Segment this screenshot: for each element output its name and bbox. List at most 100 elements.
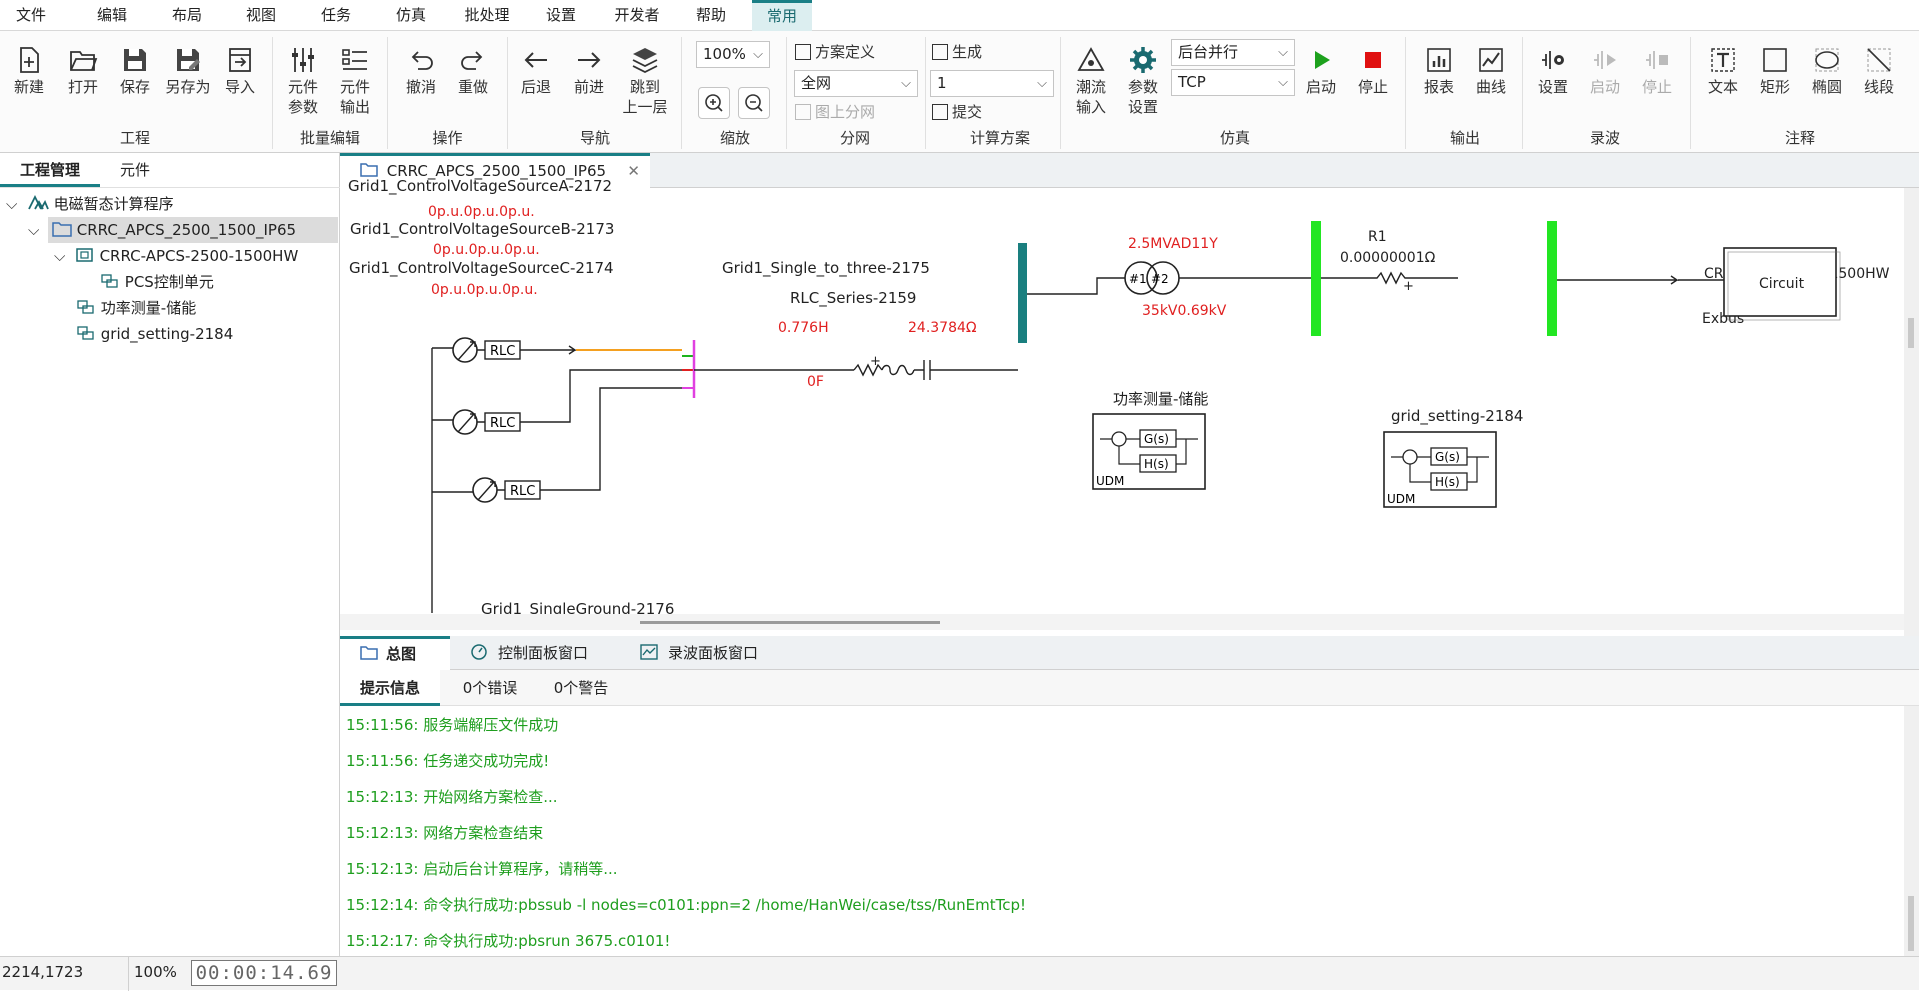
log-vertical-scrollbar[interactable]	[1904, 706, 1919, 956]
tree-item-grid-setting[interactable]: grid_setting-2184	[76, 321, 233, 347]
tab-control-panel[interactable]: 控制面板窗口	[470, 636, 588, 670]
import-button[interactable]: 导入	[219, 45, 261, 97]
component-output-button[interactable]: 元件 输出	[334, 45, 376, 117]
protocol-select[interactable]: TCP ⌵	[1171, 69, 1295, 96]
document-tab[interactable]: CRRC_APCS_2500_1500_IP65 ✕	[340, 153, 650, 188]
rlc-label: RLC	[490, 416, 515, 431]
record-stop-button[interactable]: 停止	[1636, 45, 1678, 97]
menu-settings[interactable]: 设置	[545, 6, 576, 24]
save-as-button[interactable]: 另存为	[162, 45, 214, 97]
log-vscroll-thumb[interactable]	[1908, 896, 1914, 951]
stop-sim-button[interactable]: 停止	[1352, 45, 1394, 97]
tree-item-root[interactable]: ⌵ 电磁暂态计算程序	[6, 191, 174, 217]
bus-bar-3[interactable]	[1547, 221, 1557, 336]
group-net-label: 分网	[839, 129, 870, 147]
resistor-r1[interactable]: +	[1321, 271, 1458, 294]
tab-components[interactable]: 元件	[119, 161, 150, 179]
ellipse-annotation-button[interactable]: 椭圆	[1806, 45, 1848, 97]
scheme-define-button[interactable]: 方案定义	[795, 41, 875, 63]
param-settings-button[interactable]: 参数 设置	[1122, 45, 1164, 117]
forward-button[interactable]: 前进	[568, 45, 610, 97]
new-button[interactable]: 新建	[8, 45, 50, 97]
calc-scheme-select[interactable]: 1 ⌵	[930, 70, 1054, 97]
tab-overview[interactable]: 总图	[340, 636, 450, 670]
record-settings-button[interactable]: 设置	[1532, 45, 1574, 97]
bottom-panel-tabs: 总图 控制面板窗口 录波面板窗口	[340, 636, 1919, 670]
voltage-source-c[interactable]: RLC	[442, 387, 682, 503]
start-sim-button[interactable]: 启动	[1300, 45, 1342, 97]
schematic-diagram[interactable]: Grid1_ControlVoltageSourceA-2172 0p.u.0p…	[340, 177, 1904, 626]
power-flow-input-button[interactable]: 潮流 输入	[1070, 45, 1112, 117]
redo-icon	[461, 51, 483, 70]
tree-item-pcs-control[interactable]: PCS控制单元	[100, 269, 214, 295]
menu-edit[interactable]: 编辑	[96, 6, 127, 24]
group-record-label: 录波	[1589, 129, 1620, 147]
tab-errors[interactable]: 0个错误	[462, 679, 518, 697]
tree-item-project[interactable]: CRRC_APCS_2500_1500_IP65	[48, 217, 338, 243]
go-up-level-button[interactable]: 跳到 上一层	[622, 45, 668, 117]
submit-button[interactable]: 提交	[932, 101, 982, 123]
tree-item-circuit[interactable]: ⌵ CRRC-APCS-2500-1500HW	[54, 243, 298, 269]
menu-common[interactable]: 常用	[752, 0, 812, 31]
text-annotation-button[interactable]: 文本	[1702, 45, 1744, 97]
component-params-button[interactable]: 元件 参数	[282, 45, 324, 117]
param-label-1: 参数	[1127, 78, 1158, 96]
text-label: 文本	[1707, 78, 1738, 96]
report-label: 报表	[1423, 78, 1454, 96]
close-icon[interactable]: ✕	[627, 162, 640, 180]
tab-waveform-panel-label: 录波面板窗口	[668, 644, 759, 662]
chevron-down-icon[interactable]: ⌵	[28, 221, 40, 239]
canvas-horizontal-scrollbar[interactable]	[340, 618, 1904, 630]
tab-warnings[interactable]: 0个警告	[553, 679, 609, 697]
generate-button[interactable]: 生成	[932, 41, 982, 63]
menu-help[interactable]: 帮助	[695, 6, 726, 24]
grid-setting-block[interactable]: G(s) H(s) UDM	[1383, 431, 1497, 508]
voltage-source-b[interactable]: RLC	[442, 369, 682, 435]
wire	[1557, 275, 1680, 285]
rect-label: 矩形	[1759, 78, 1790, 96]
menu-task[interactable]: 任务	[320, 6, 351, 24]
menu-layout[interactable]: 布局	[171, 6, 202, 24]
tree-label: CRRC_APCS_2500_1500_IP65	[76, 221, 297, 239]
tab-info[interactable]: 提示信息	[340, 670, 440, 706]
rect-annotation-button[interactable]: 矩形	[1754, 45, 1796, 97]
back-button[interactable]: 后退	[515, 45, 557, 97]
record-start-button[interactable]: 启动	[1584, 45, 1626, 97]
tab-project-management[interactable]: 工程管理	[0, 153, 100, 187]
bus-bar-1[interactable]	[1018, 243, 1027, 343]
tab-waveform-panel[interactable]: 录波面板窗口	[640, 636, 758, 670]
undo-button[interactable]: 撤消	[400, 45, 442, 97]
map-partition-button[interactable]: 图上分网	[795, 101, 875, 123]
bus-bar-2[interactable]	[1311, 221, 1321, 336]
report-button[interactable]: 报表	[1418, 45, 1460, 97]
open-button[interactable]: 打开	[62, 45, 104, 97]
menu-simulation[interactable]: 仿真	[395, 6, 426, 24]
power-measure-block[interactable]: G(s) H(s) UDM	[1092, 413, 1206, 490]
network-select[interactable]: 全网 ⌵	[794, 70, 918, 97]
zoom-in-button[interactable]	[698, 87, 730, 119]
transformer[interactable]: #1 #2	[1124, 261, 1180, 295]
curve-button[interactable]: 曲线	[1470, 45, 1512, 97]
line-annotation-button[interactable]: 线段	[1858, 45, 1900, 97]
run-mode-select[interactable]: 后台并行 ⌵	[1171, 39, 1295, 66]
menu-file[interactable]: 文件	[15, 6, 46, 24]
canvas-scrollbar-thumb[interactable]	[640, 621, 940, 624]
menu-view[interactable]: 视图	[245, 6, 276, 24]
tree-item-power-measure[interactable]: 功率测量-储能	[76, 295, 196, 321]
redo-button[interactable]: 重做	[452, 45, 494, 97]
flow-label-2: 输入	[1075, 98, 1106, 116]
block-icon	[77, 300, 94, 314]
zoom-select[interactable]: 100% ⌵	[696, 41, 770, 68]
menu-batch[interactable]: 批处理	[464, 6, 510, 24]
schematic-canvas[interactable]: Grid1_ControlVoltageSourceA-2172 0p.u.0p…	[340, 177, 1904, 626]
canvas-vscroll-thumb[interactable]	[1908, 318, 1914, 348]
single-to-three-converter[interactable]	[576, 340, 696, 398]
save-button[interactable]: 保存	[114, 45, 156, 97]
menu-developer[interactable]: 开发者	[614, 6, 660, 24]
voltage-source-a[interactable]: RLC	[442, 337, 578, 363]
horizontal-scrollbar[interactable]	[340, 614, 1904, 618]
zoom-out-button[interactable]	[738, 87, 770, 119]
rlc-series-element[interactable]: +	[694, 354, 1018, 380]
canvas-vertical-scrollbar[interactable]	[1904, 188, 1919, 636]
circuit-block[interactable]: Circuit	[1723, 247, 1841, 321]
